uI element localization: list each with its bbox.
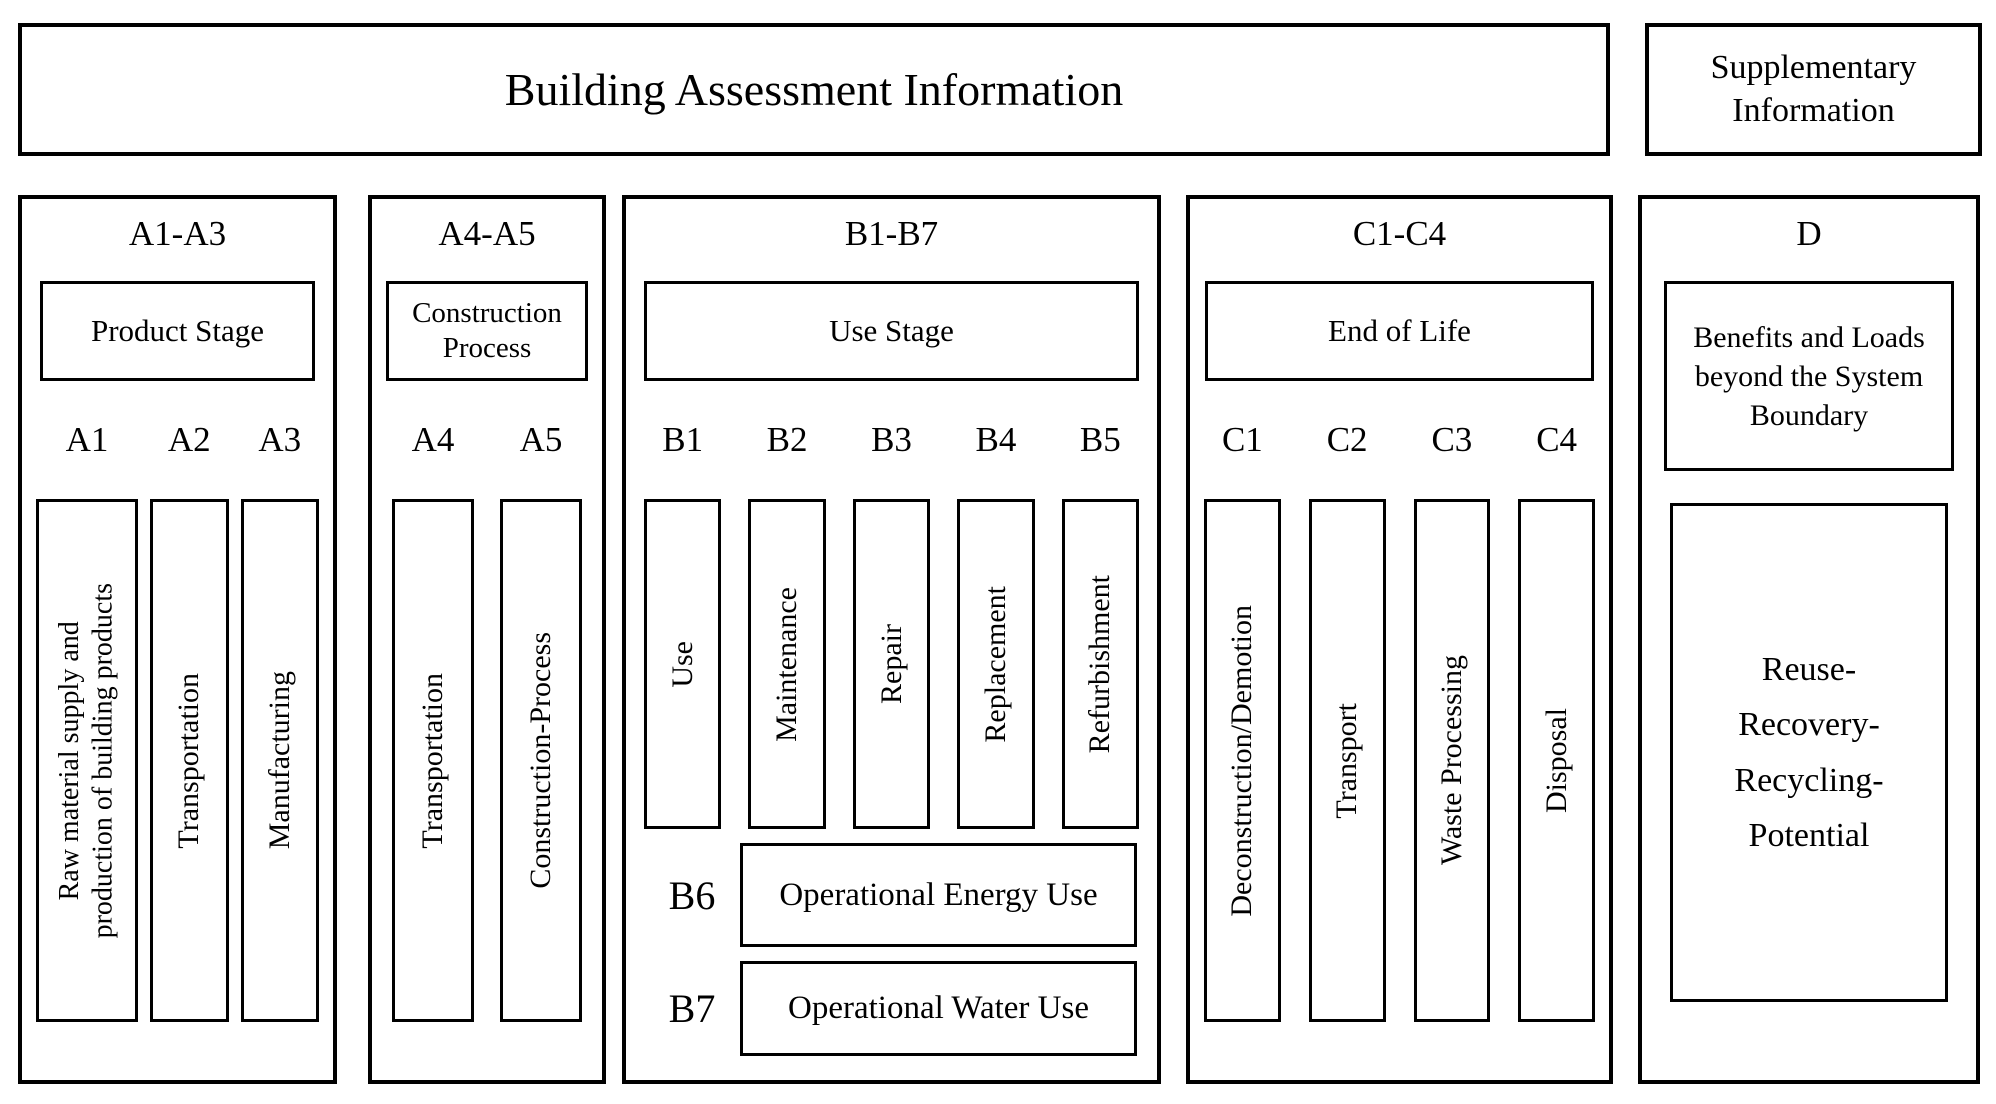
bar-c4: Disposal <box>1518 499 1595 1022</box>
substage-label-a1: A1 <box>65 420 109 459</box>
substage-label-b5: B5 <box>1079 420 1121 459</box>
bar-a5-text: Construction-Process <box>524 632 557 889</box>
bar-a1: Raw material supply and production of bu… <box>36 499 139 1022</box>
reuse-recovery-recycling-box: Reuse- Recovery- Recycling- Potential <box>1670 503 1948 1002</box>
bar-a2-text: Transportation <box>172 672 206 849</box>
benefits-loads-label: Benefits and Loads beyond the System Bou… <box>1693 320 1925 432</box>
supplementary-info-box: Supplementary Information <box>1645 23 1982 156</box>
column-c2: C2 Transport <box>1308 381 1386 1022</box>
section-use-stage: B1-B7 Use Stage B1 Use B2 Maintenance B3… <box>622 195 1161 1084</box>
bar-b2: Maintenance <box>748 499 826 829</box>
bar-b1: Use <box>644 499 722 829</box>
bar-c4-text: Disposal <box>1539 708 1573 813</box>
row-b7: B7 Operational Water Use <box>644 961 1137 1056</box>
section-code-c1-c4: C1-C4 <box>1352 214 1447 253</box>
substage-label-a2: A2 <box>167 420 211 459</box>
substage-label-c4: C4 <box>1536 420 1578 459</box>
construction-process-box: Construction Process <box>386 281 588 381</box>
use-stage-box: Use Stage <box>644 281 1139 381</box>
diagram-title-box: Building Assessment Information <box>18 23 1610 156</box>
bar-a3: Manufacturing <box>240 499 319 1022</box>
end-of-life-label: End of Life <box>1328 313 1471 349</box>
substage-label-c3: C3 <box>1431 420 1473 459</box>
recovery-line: Recovery- <box>1738 706 1880 744</box>
column-b2: B2 Maintenance <box>748 381 826 829</box>
column-c3: C3 Waste Processing <box>1413 381 1491 1022</box>
b-columns: B1 Use B2 Maintenance B3 Repair B4 <box>626 381 1157 829</box>
a-columns: A1 Raw material supply and production of… <box>22 381 333 1080</box>
section-code-a4-a5: A4-A5 <box>438 214 536 253</box>
substage-label-b6: B6 <box>668 872 716 918</box>
bar-b3-text: Repair <box>874 624 908 704</box>
bar-a3-text: Manufacturing <box>262 671 296 850</box>
operational-energy-use-box: Operational Energy Use <box>740 843 1137 947</box>
bar-b2-text: Maintenance <box>770 586 804 742</box>
column-b1: B1 Use <box>644 381 722 829</box>
substage-label-b1: B1 <box>662 420 704 459</box>
bar-c2: Transport <box>1308 499 1386 1022</box>
column-a2: A2 Transportation <box>150 381 229 1022</box>
bar-b4-text: Replacement <box>978 585 1012 743</box>
bar-a1-text: Raw material supply and production of bu… <box>54 582 120 939</box>
column-a3: A3 Manufacturing <box>240 381 319 1022</box>
section-code-a1-a3: A1-A3 <box>128 214 227 253</box>
bar-c2-text: Transport <box>1330 702 1364 819</box>
product-stage-box: Product Stage <box>40 281 315 381</box>
diagram-title: Building Assessment Information <box>504 64 1124 115</box>
column-b5: B5 Refurbishment <box>1061 381 1140 829</box>
column-b4: B4 Replacement <box>957 381 1035 829</box>
substage-label-a4: A4 <box>411 420 455 459</box>
bar-c1-text: Deconstruction/Demotion <box>1225 604 1259 917</box>
section-construction-process: A4-A5 Construction Process A4 Transporta… <box>368 195 606 1084</box>
bar-a2: Transportation <box>150 499 229 1022</box>
bar-a4: Transportation <box>392 499 474 1022</box>
substage-label-a5: A5 <box>519 420 563 459</box>
bar-c3: Waste Processing <box>1413 499 1491 1022</box>
substage-label-b7: B7 <box>668 986 716 1031</box>
bar-b4: Replacement <box>957 499 1035 829</box>
substage-label-b4: B4 <box>975 420 1017 459</box>
reuse-line: Reuse- <box>1761 651 1857 689</box>
bar-a5: Construction-Process <box>500 499 582 1022</box>
operational-energy-use-label: Operational Energy Use <box>779 876 1098 913</box>
substage-label-a3: A3 <box>258 420 302 459</box>
section-end-of-life: C1-C4 End of Life C1 Deconstruction/Demo… <box>1186 195 1613 1084</box>
column-a4: A4 Transportation <box>392 381 474 1022</box>
substage-label-b2: B2 <box>766 420 808 459</box>
column-a1: A1 Raw material supply and production of… <box>36 381 139 1022</box>
bar-a4-text: Transportation <box>416 672 449 849</box>
recycling-line: Recycling- <box>1734 761 1884 799</box>
a45-columns: A4 Transportation A5 Construction-Proces… <box>372 381 602 1080</box>
use-stage-label: Use Stage <box>829 313 954 349</box>
operational-water-use-label: Operational Water Use <box>788 990 1089 1026</box>
c-columns: C1 Deconstruction/Demotion C2 Transport … <box>1190 381 1609 1080</box>
product-stage-label: Product Stage <box>90 313 265 349</box>
end-of-life-box: End of Life <box>1205 281 1594 381</box>
column-a5: A5 Construction-Process <box>500 381 582 1022</box>
supplementary-info-label: Supplementary Information <box>1710 49 1917 129</box>
section-product-stage: A1-A3 Product Stage A1 Raw material supp… <box>18 195 337 1084</box>
bar-b5: Refurbishment <box>1061 499 1140 829</box>
potential-line: Potential <box>1748 816 1870 854</box>
column-c1: C1 Deconstruction/Demotion <box>1204 381 1281 1022</box>
section-code-d: D <box>1796 214 1822 253</box>
column-b3: B3 Repair <box>852 381 931 829</box>
bar-b5-text: Refurbishment <box>1083 574 1117 754</box>
benefits-loads-box: Benefits and Loads beyond the System Bou… <box>1664 281 1954 471</box>
operational-water-use-box: Operational Water Use <box>740 961 1137 1056</box>
construction-process-label: Construction Process <box>412 297 562 364</box>
column-c4: C4 Disposal <box>1518 381 1595 1022</box>
section-code-b1-b7: B1-B7 <box>844 214 939 253</box>
row-b6: B6 Operational Energy Use <box>644 843 1137 947</box>
bar-b3: Repair <box>852 499 931 829</box>
bar-c1: Deconstruction/Demotion <box>1204 499 1281 1022</box>
section-supplementary-d: D Benefits and Loads beyond the System B… <box>1638 195 1980 1084</box>
substage-label-b3: B3 <box>871 420 912 459</box>
bar-c3-text: Waste Processing <box>1434 655 1468 866</box>
bar-b1-text: Use <box>665 640 699 688</box>
substage-label-c1: C1 <box>1221 420 1263 459</box>
substage-label-c2: C2 <box>1326 420 1368 459</box>
